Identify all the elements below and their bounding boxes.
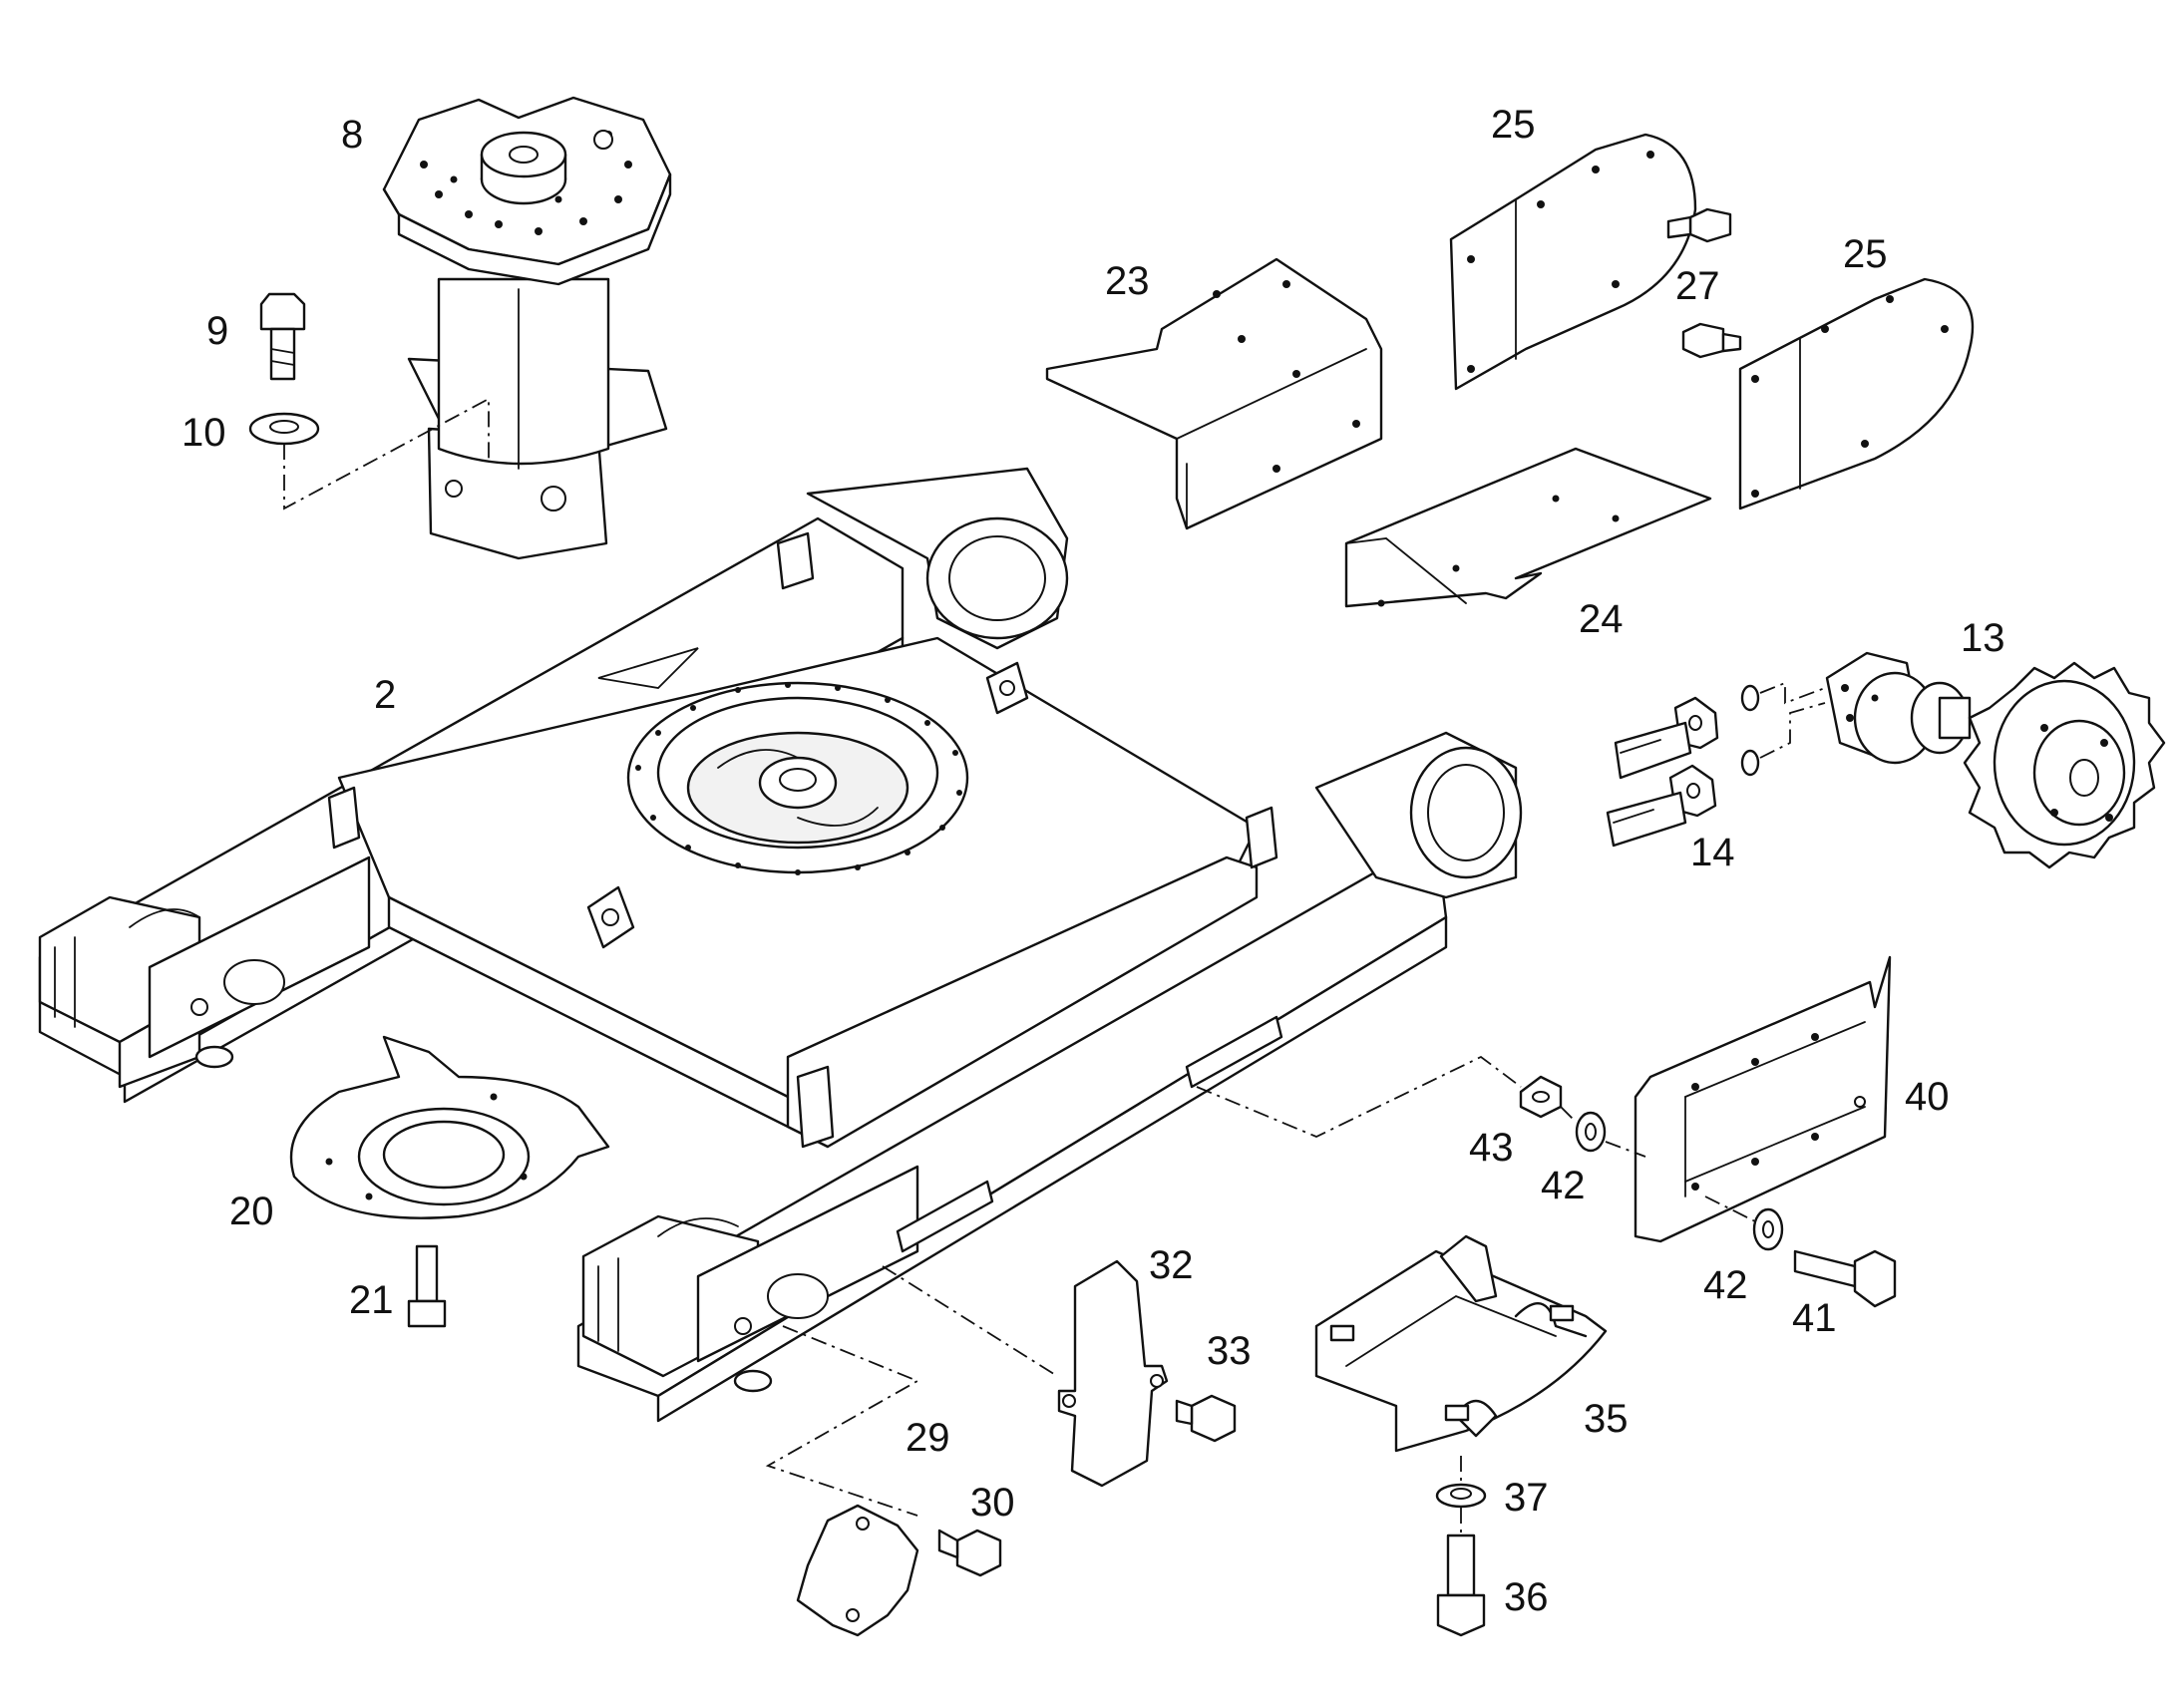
part-27-bolt-upper [1666, 207, 1732, 243]
part-36-bolt [1436, 1534, 1486, 1637]
leader-14-to-13 [1759, 681, 1826, 759]
leader-9-10-to-8 [283, 397, 490, 511]
callout-41: 41 [1792, 1296, 1837, 1340]
part-33-bolt [1175, 1394, 1237, 1443]
callout-30: 30 [970, 1481, 1015, 1525]
callout-42-lower: 42 [1703, 1263, 1748, 1307]
part-35-guide [1314, 1234, 1608, 1453]
part-25a-side-cover [1449, 133, 1697, 391]
part-21-bolt [407, 1244, 447, 1328]
part-43-nut [1519, 1075, 1563, 1119]
callout-24: 24 [1579, 597, 1624, 641]
part-10-washer [248, 412, 320, 446]
part-24-cover [1344, 447, 1712, 608]
callout-36: 36 [1504, 1575, 1549, 1619]
leader-32-to-frame [882, 1265, 1058, 1377]
callout-2: 2 [374, 673, 396, 717]
part-40-track-guard [1634, 955, 1892, 1243]
part-42-washer-lower [1752, 1207, 1784, 1251]
part-41-bolt [1793, 1249, 1897, 1308]
part-8-swivel-joint [382, 96, 672, 560]
callout-29: 29 [906, 1416, 950, 1460]
part-13-travel-motor [1825, 651, 1972, 765]
callout-32: 32 [1149, 1243, 1194, 1287]
callout-10: 10 [182, 411, 226, 455]
part-37-washer [1435, 1483, 1487, 1509]
callout-35: 35 [1584, 1397, 1629, 1441]
callout-33: 33 [1207, 1329, 1252, 1373]
part-30-bolt [937, 1529, 1002, 1577]
callout-20: 20 [229, 1190, 274, 1233]
part-14-screw-upper [1614, 696, 1719, 780]
part-9-bolt [259, 292, 306, 381]
callout-42-upper: 42 [1541, 1164, 1586, 1207]
part-42-washer-upper [1575, 1111, 1607, 1153]
callout-37: 37 [1504, 1476, 1549, 1520]
part-13-sprocket [1963, 661, 2166, 869]
callout-14: 14 [1690, 831, 1735, 874]
callout-8: 8 [341, 113, 363, 157]
part-32-cover-plate [1057, 1259, 1169, 1488]
leader-43-42-40 [1196, 1055, 1646, 1158]
callout-25-upper: 25 [1491, 103, 1536, 147]
part-20-plate [289, 1035, 610, 1219]
callout-43: 43 [1469, 1126, 1514, 1170]
callout-23: 23 [1105, 259, 1150, 303]
leader-29-to-frame [765, 1325, 920, 1517]
callout-9: 9 [206, 309, 228, 353]
leader-42-41-40 [1704, 1196, 1756, 1222]
callout-13: 13 [1961, 616, 2005, 660]
part-14-o-rings [1740, 684, 1760, 777]
callout-40: 40 [1905, 1075, 1950, 1119]
part-14-screw-lower [1606, 764, 1717, 848]
part-29-cover-plate [796, 1504, 919, 1637]
part-25b-side-cover [1738, 277, 1975, 511]
callout-27: 27 [1675, 264, 1720, 308]
callout-25-lower: 25 [1843, 232, 1888, 276]
part-27-bolt-lower [1681, 322, 1742, 359]
callout-21: 21 [349, 1278, 394, 1322]
part-2-undercarriage-frame [38, 467, 1523, 1423]
part-23-cover [1045, 257, 1383, 530]
